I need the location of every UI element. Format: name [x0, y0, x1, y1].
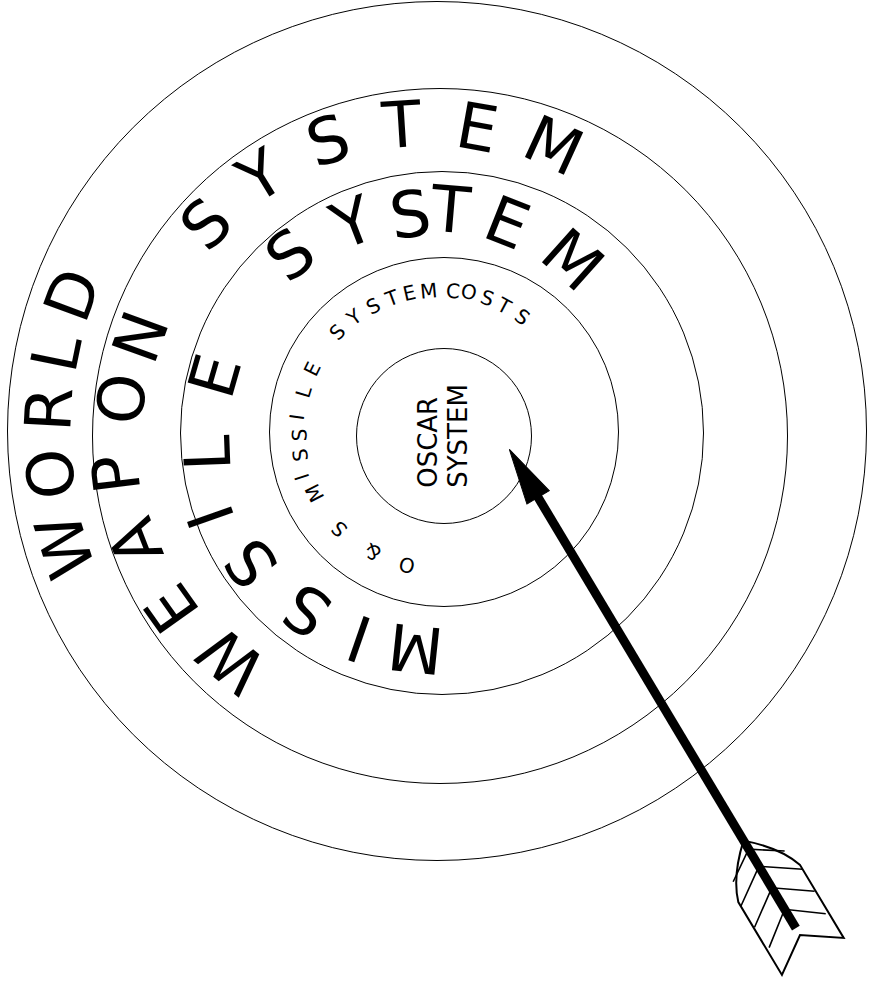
label-letter: Y — [323, 187, 383, 261]
arrow-head — [498, 443, 549, 504]
label-letter: C — [445, 280, 460, 301]
label-letter: E — [401, 282, 418, 304]
label-letter: T — [429, 176, 473, 243]
label-letter — [314, 507, 334, 524]
label-letter — [312, 344, 332, 361]
text-layer: OSCAR SYSTEM — [357, 349, 531, 523]
label-letter: I — [340, 605, 379, 672]
label-letter: S — [363, 294, 384, 318]
label-letter: O — [460, 281, 479, 304]
label-letter: E — [476, 186, 537, 260]
world-ring: WORLDWEAPON SYSTEMMISSILE SYSTEMO & S MI… — [7, 1, 867, 861]
label-letter: Y — [228, 138, 295, 213]
label-letter: S — [478, 286, 497, 309]
label-letter: A — [98, 510, 174, 574]
label-letter: S — [289, 429, 309, 442]
label-letter: L — [21, 329, 91, 377]
label-letter: E — [300, 359, 324, 379]
weapon-system-ring: WEAPON SYSTEMMISSILE SYSTEMO & S MISSILE… — [92, 88, 788, 784]
arrow-shaft — [535, 492, 796, 928]
label-letter: E — [134, 573, 210, 643]
label-letter: M — [515, 105, 592, 186]
label-letter: I — [292, 472, 313, 484]
label-letter: S — [325, 321, 348, 344]
center-label: OSCAR SYSTEM — [414, 384, 474, 488]
label-letter: Y — [343, 306, 365, 329]
label-letter: T — [494, 294, 514, 317]
center-circle: OSCAR SYSTEM — [356, 348, 532, 524]
label-letter: S — [273, 572, 342, 648]
label-letter: W — [187, 615, 277, 705]
label-letter: O — [88, 370, 157, 428]
label-letter: P — [82, 451, 150, 497]
label-letter: S — [511, 305, 533, 329]
label-letter — [346, 534, 363, 554]
label-letter: S — [299, 104, 357, 177]
label-letter: S — [289, 447, 311, 463]
label-letter: M — [384, 613, 446, 682]
label-letter: I — [287, 413, 308, 422]
label-letter: S — [328, 517, 351, 540]
label-letter: R — [16, 385, 82, 433]
label-letter — [383, 551, 396, 572]
label-letter: E — [179, 348, 252, 405]
label-letter: T — [382, 287, 400, 310]
label-letter: L — [292, 384, 314, 400]
label-letter: I — [178, 497, 245, 536]
label-letter: S — [169, 187, 243, 261]
label-letter: S — [214, 528, 289, 599]
label-letter: E — [451, 92, 502, 162]
label-letter: S — [255, 217, 326, 292]
cost-ring: O & S MISSILE SYSTEM COSTSOSCAR SYSTEM — [269, 257, 619, 607]
label-letter: O — [397, 554, 417, 577]
label-letter: N — [103, 304, 179, 371]
label-letter: S — [386, 181, 435, 250]
label-letter — [439, 281, 445, 301]
label-letter: M — [419, 280, 438, 302]
label-letter: D — [34, 261, 111, 329]
label-letter — [205, 290, 269, 343]
label-letter: W — [26, 506, 106, 585]
arrow — [478, 431, 843, 975]
label-letter: M — [301, 480, 327, 504]
label-letter: & — [361, 539, 384, 564]
label-letter: O — [16, 445, 85, 502]
label-letter: M — [531, 217, 615, 302]
label-letter: T — [380, 92, 423, 158]
missile-system-ring: MISSILE SYSTEMO & S MISSILE SYSTEM COSTS… — [180, 171, 704, 695]
label-letter: L — [175, 434, 240, 472]
